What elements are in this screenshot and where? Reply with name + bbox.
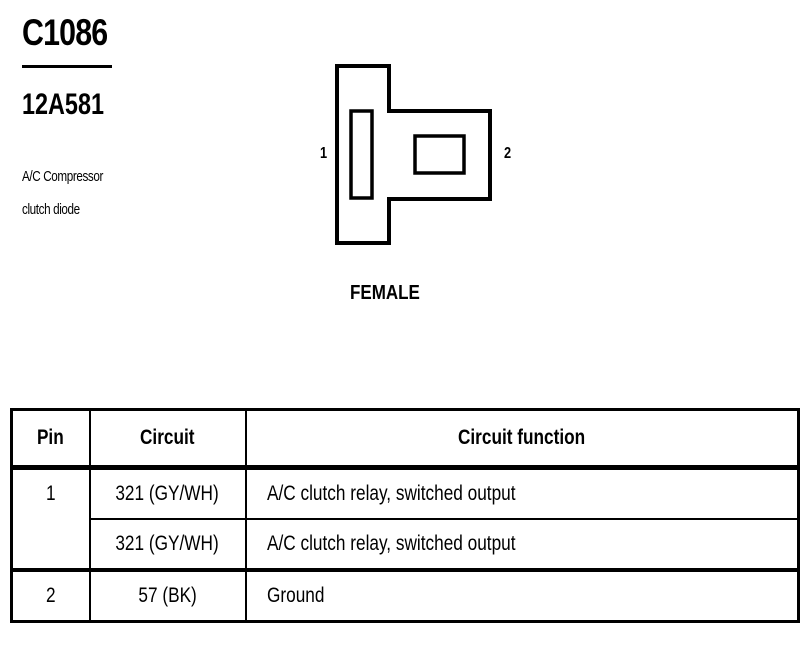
table-row: 1 321 (GY/WH) A/C clutch relay, switched… — [10, 466, 800, 571]
description-line-1: A/C Compressor — [22, 168, 104, 185]
connector-face-diagram — [335, 64, 492, 245]
circuit-function: A/C clutch relay, switched output — [266, 532, 516, 555]
header-pin: Pin — [37, 426, 65, 449]
circuit-code: 321 (GY/WH) — [115, 482, 220, 505]
circuit-function: A/C clutch relay, switched output — [266, 482, 516, 505]
table-row: 2 57 (BK) Ground — [10, 568, 800, 623]
table-header-row: Pin Circuit Circuit function — [10, 408, 800, 470]
title-divider — [22, 65, 112, 68]
connector-housing-outline — [335, 64, 492, 245]
pinout-table: Pin Circuit Circuit function 1 321 (GY/W… — [10, 408, 800, 623]
pin-label-1: 1 — [320, 145, 328, 162]
pin-2-cavity — [413, 134, 466, 175]
description-line-2: clutch diode — [22, 201, 80, 218]
circuit-code: 57 (BK) — [138, 584, 197, 607]
pin-number: 2 — [45, 584, 56, 607]
pin-1-cavity — [349, 109, 374, 200]
pin-number: 1 — [45, 482, 56, 505]
header-circuit: Circuit — [140, 426, 195, 449]
header-circuit-function: Circuit function — [458, 426, 586, 449]
pin-label-2: 2 — [504, 145, 512, 162]
connector-gender: FEMALE — [350, 282, 420, 304]
table-row: 321 (GY/WH) A/C clutch relay, switched o… — [12, 518, 800, 571]
circuit-function: Ground — [266, 584, 324, 607]
circuit-code: 321 (GY/WH) — [115, 532, 220, 555]
connector-id: C1086 — [22, 12, 108, 53]
part-number: 12A581 — [22, 88, 104, 121]
